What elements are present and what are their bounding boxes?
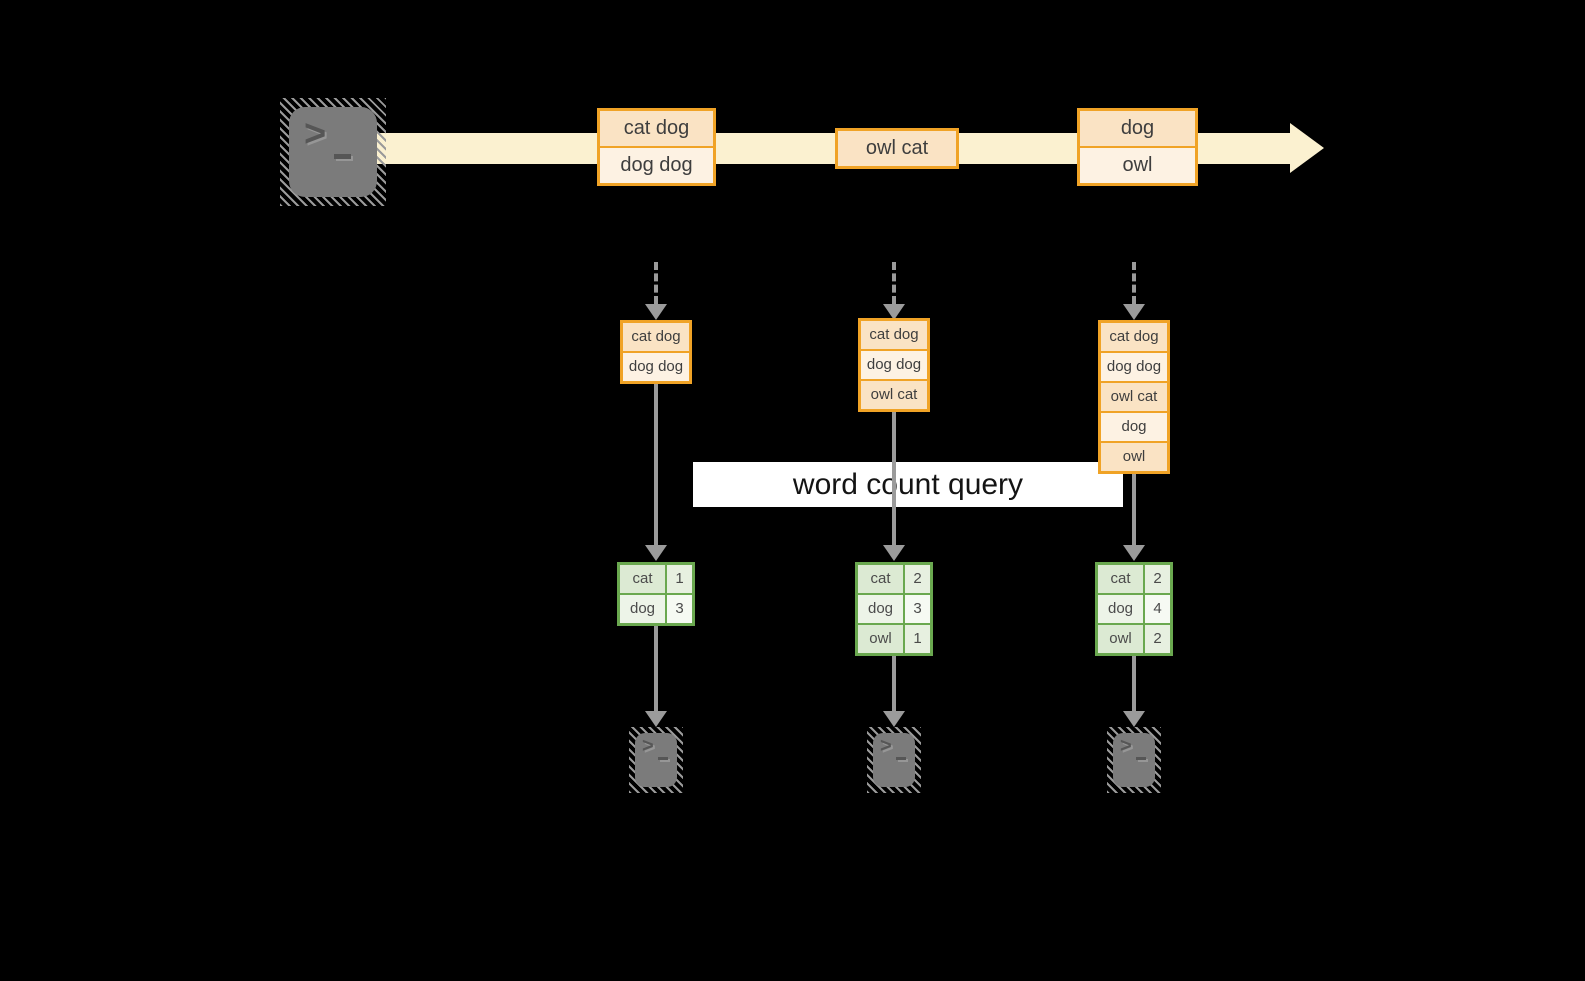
output-arrow-line xyxy=(892,656,896,713)
word-cell: cat xyxy=(620,565,667,593)
query-arrow-head-icon xyxy=(645,545,667,561)
source-terminal-icon: > xyxy=(280,98,386,206)
terminal-prompt-icon: > xyxy=(304,113,327,155)
terminal-screen: > xyxy=(635,733,677,787)
result-row: owl 2 xyxy=(1098,623,1170,653)
log-row: cat dog xyxy=(861,321,927,349)
terminal-cursor-icon xyxy=(658,757,668,760)
output-arrow-head-icon xyxy=(645,711,667,727)
log-stack: cat dog dog dog owl cat dog owl xyxy=(1098,320,1170,474)
stream-event-line: owl cat xyxy=(838,131,956,166)
ingest-arrow-line xyxy=(892,262,896,304)
terminal-prompt-icon: > xyxy=(880,735,892,757)
result-row: dog 3 xyxy=(620,593,692,623)
stream-event-box: cat dog dog dog xyxy=(597,108,716,186)
result-row: cat 1 xyxy=(620,565,692,593)
output-terminal-icon: > xyxy=(1107,727,1161,793)
result-row: dog 3 xyxy=(858,593,930,623)
stream-event-line: cat dog xyxy=(600,111,713,146)
terminal-prompt-icon: > xyxy=(1120,735,1132,757)
word-cell: dog xyxy=(858,595,905,623)
stream-event-line: dog xyxy=(1080,111,1195,146)
count-cell: 2 xyxy=(905,565,930,593)
word-cell: owl xyxy=(1098,625,1145,653)
result-row: cat 2 xyxy=(1098,565,1170,593)
ingest-arrow-head-icon xyxy=(1123,304,1145,320)
stream-event-box: owl cat xyxy=(835,128,959,169)
log-row: dog dog xyxy=(861,349,927,379)
ingest-arrow-line xyxy=(1132,262,1136,304)
output-arrow-head-icon xyxy=(1123,711,1145,727)
output-arrow-line xyxy=(654,626,658,713)
log-stack: cat dog dog dog owl cat xyxy=(858,318,930,412)
log-row: dog dog xyxy=(623,351,689,381)
output-arrow-line xyxy=(1132,656,1136,713)
terminal-prompt-icon: > xyxy=(642,735,654,757)
log-row: cat dog xyxy=(1101,323,1167,351)
query-arrow-line xyxy=(1132,474,1136,545)
count-cell: 4 xyxy=(1145,595,1170,623)
result-table: cat 2 dog 4 owl 2 xyxy=(1095,562,1173,656)
terminal-screen: > xyxy=(1113,733,1155,787)
log-stack: cat dog dog dog xyxy=(620,320,692,384)
result-row: owl 1 xyxy=(858,623,930,653)
word-cell: cat xyxy=(1098,565,1145,593)
count-cell: 2 xyxy=(1145,625,1170,653)
output-terminal-icon: > xyxy=(867,727,921,793)
terminal-cursor-icon xyxy=(334,154,351,159)
result-row: cat 2 xyxy=(858,565,930,593)
terminal-cursor-icon xyxy=(1136,757,1146,760)
query-arrow-head-icon xyxy=(883,545,905,561)
log-row: owl cat xyxy=(1101,381,1167,411)
log-row: owl xyxy=(1101,441,1167,471)
query-arrow-line xyxy=(654,384,658,545)
terminal-screen: > xyxy=(873,733,915,787)
result-table: cat 2 dog 3 owl 1 xyxy=(855,562,933,656)
stream-event-line: dog dog xyxy=(600,146,713,183)
query-label: word count query xyxy=(693,462,1123,507)
count-cell: 1 xyxy=(905,625,930,653)
count-cell: 3 xyxy=(667,595,692,623)
count-cell: 1 xyxy=(667,565,692,593)
ingest-arrow-head-icon xyxy=(883,304,905,320)
query-arrow-head-icon xyxy=(1123,545,1145,561)
query-arrow-line xyxy=(892,412,896,545)
terminal-cursor-icon xyxy=(896,757,906,760)
word-cell: cat xyxy=(858,565,905,593)
log-row: dog dog xyxy=(1101,351,1167,381)
log-row: cat dog xyxy=(623,323,689,351)
stream-event-line: owl xyxy=(1080,146,1195,183)
output-terminal-icon: > xyxy=(629,727,683,793)
stream-arrow-head-icon xyxy=(1290,123,1324,173)
stream-event-box: dog owl xyxy=(1077,108,1198,186)
log-row: dog xyxy=(1101,411,1167,441)
word-cell: owl xyxy=(858,625,905,653)
ingest-arrow-line xyxy=(654,262,658,304)
word-cell: dog xyxy=(1098,595,1145,623)
log-row: owl cat xyxy=(861,379,927,409)
count-cell: 3 xyxy=(905,595,930,623)
word-cell: dog xyxy=(620,595,667,623)
result-row: dog 4 xyxy=(1098,593,1170,623)
ingest-arrow-head-icon xyxy=(645,304,667,320)
output-arrow-head-icon xyxy=(883,711,905,727)
result-table: cat 1 dog 3 xyxy=(617,562,695,626)
terminal-screen: > xyxy=(289,107,377,197)
count-cell: 2 xyxy=(1145,565,1170,593)
